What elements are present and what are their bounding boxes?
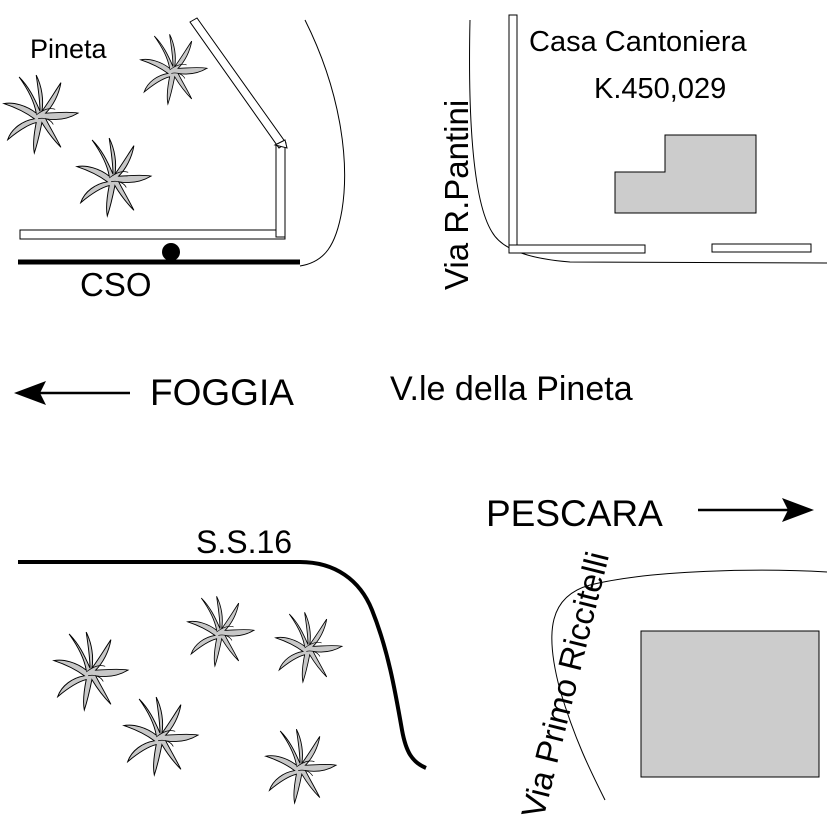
tree-icon — [187, 595, 255, 667]
via-pantini-edge — [469, 19, 827, 264]
casa-cantoniera-enclosure — [508, 14, 812, 254]
road-edge-top-left — [299, 19, 346, 267]
cso-label: CSO — [80, 266, 152, 303]
tree-icon — [265, 728, 337, 804]
arrow-left-icon — [14, 381, 130, 405]
casa-cantoniera-building — [614, 134, 757, 214]
via-pantini-label: Via R.Pantini — [438, 99, 475, 290]
casa-cantoniera-label: Casa Cantoniera — [529, 26, 747, 58]
km-marker-label: K.450,029 — [594, 73, 727, 105]
ss16-label: S.S.16 — [196, 524, 293, 560]
arrow-right-icon — [698, 498, 814, 522]
pescara-label: PESCARA — [486, 493, 663, 534]
foggia-label: FOGGIA — [150, 372, 294, 413]
road-edge-bottom-right — [551, 569, 827, 801]
pineta-label: Pineta — [30, 34, 107, 64]
tree-icon — [76, 137, 152, 217]
tree-icon — [275, 611, 343, 683]
ss16-road-line — [18, 560, 427, 770]
tree-icon — [123, 696, 199, 776]
tree-icon — [3, 74, 79, 154]
tree-icon — [140, 33, 208, 105]
viale-pineta-label: V.le della Pineta — [390, 370, 633, 408]
cso-point-icon — [162, 243, 180, 261]
bottom-right-building — [640, 630, 820, 778]
pineta-enclosure — [19, 17, 288, 240]
tree-icon — [53, 631, 129, 711]
